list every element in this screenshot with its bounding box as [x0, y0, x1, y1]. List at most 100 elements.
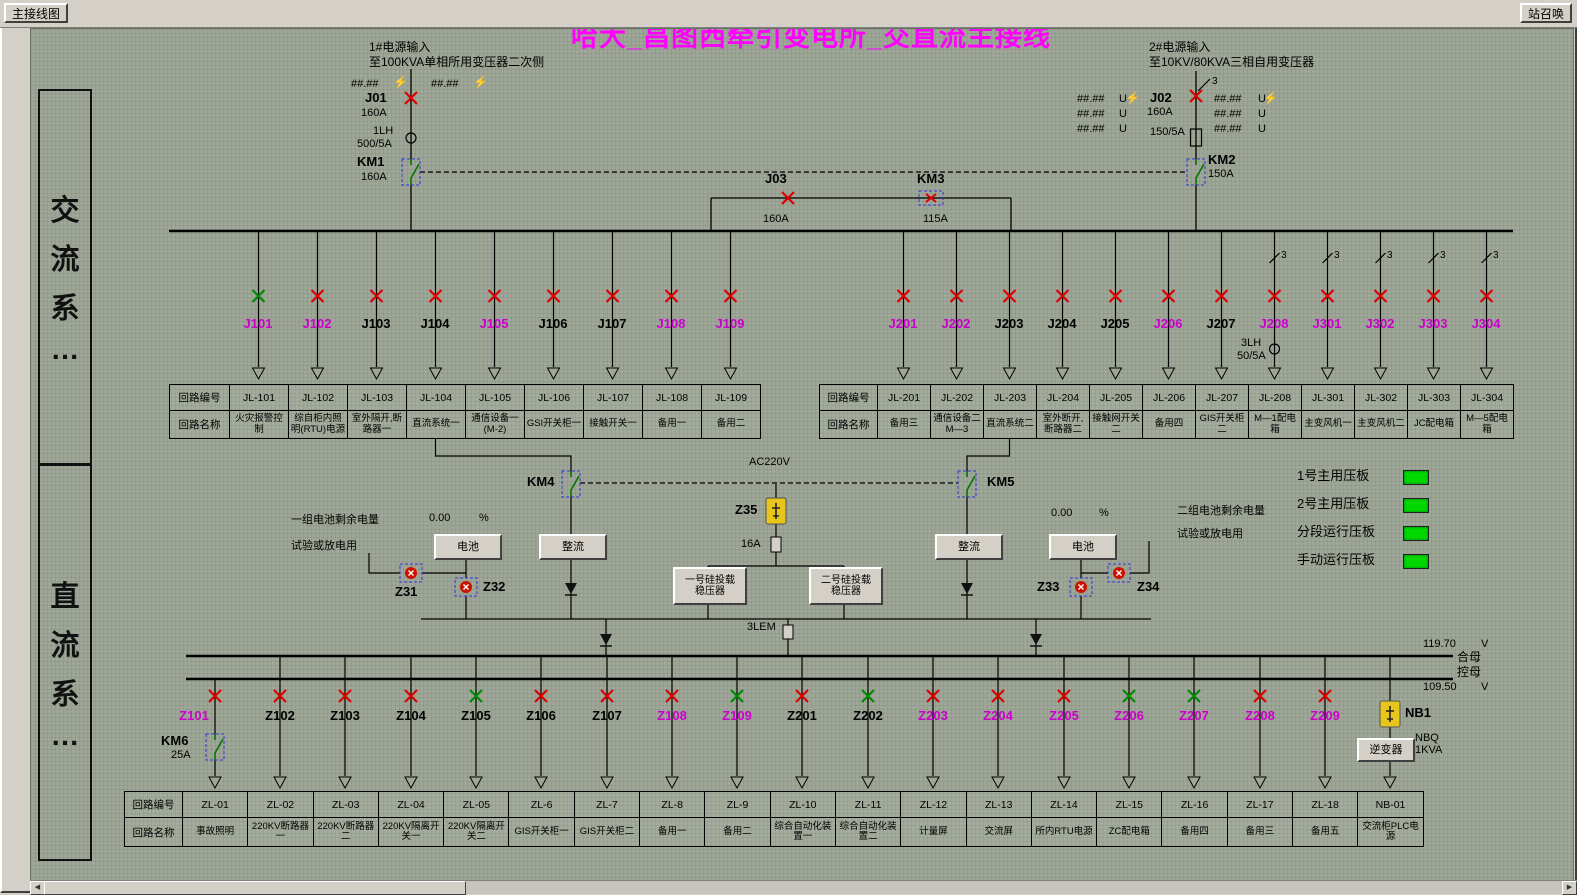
plate-indicator[interactable] [1403, 470, 1429, 485]
feeder-label-j105: J105 [479, 316, 509, 331]
plate-indicator[interactable] [1403, 554, 1429, 569]
km4-label: KM4 [527, 474, 555, 489]
z31-label: Z31 [395, 584, 418, 599]
bus-lines [169, 229, 1513, 681]
lightning-icon: ⚡ [473, 75, 488, 89]
circuit-name-cell: 接触网开关二 [1090, 411, 1143, 439]
rectifier1-button[interactable]: 整流 [539, 534, 607, 560]
circuit-name-cell: 备用三 [1227, 818, 1294, 847]
feeder-label-j206: J206 [1153, 316, 1183, 331]
lightning-icon: ⚡ [1263, 91, 1278, 105]
ac220v-label: AC220V [749, 456, 790, 468]
ac-char: … [50, 334, 80, 366]
device-z35-icon[interactable] [765, 497, 787, 525]
feeder-label-z203: Z203 [918, 708, 948, 723]
contactor-km5-icon[interactable] [957, 470, 977, 498]
dc-feeder-table: 回路编号 ZL-01 ZL-02 ZL-03 ZL-04 ZL-05 ZL-6 … [124, 791, 1424, 847]
kong-bus-label: 控母 [1457, 665, 1482, 679]
circuit-code-cell: JL-105 [466, 385, 525, 411]
circuit-name-cell: 室外隔开,断路器一 [348, 411, 407, 439]
diode-icon [564, 582, 578, 596]
circuit-name-cell: M—5配电箱 [1461, 411, 1514, 439]
battery2-button[interactable]: 电池 [1049, 534, 1117, 560]
tie-dashed-lines [420, 171, 1187, 484]
circuit-name-cell: 备用二 [705, 818, 771, 847]
source1-line1: 1#电源输入 [369, 40, 431, 54]
circuit-name-cell: 220KV隔离开关二 [444, 818, 510, 847]
legend-label: 2号主用压板 [1297, 496, 1370, 511]
stabilizer2-button[interactable]: 二号硅投载 稳压器 [809, 567, 883, 605]
km6-label: KM6 [161, 733, 189, 748]
z33-label: Z33 [1037, 579, 1060, 594]
battery1-button[interactable]: 电池 [434, 534, 502, 560]
circuit-code-cell: ZL-9 [705, 792, 771, 818]
circuit-code-cell: JL-204 [1037, 385, 1090, 411]
switch-z31-icon[interactable] [399, 563, 423, 583]
he-bus-unit: V [1481, 638, 1489, 650]
contactor-km4-icon[interactable] [561, 470, 581, 498]
battery1-test-label: 试验或放电用 [291, 540, 357, 552]
contactor-km2-icon[interactable] [1186, 158, 1206, 186]
stabilizer1-line2: 稳压器 [695, 586, 725, 597]
feeder-label-z105: Z105 [461, 708, 491, 723]
switch-z32-icon[interactable] [454, 577, 478, 597]
contactor-km6-icon[interactable] [205, 733, 225, 761]
circuit-code-cell: ZL-12 [901, 792, 967, 818]
titlebar: 主接线图 站召唤 [0, 0, 1577, 28]
circuit-code-cell: JL-205 [1090, 385, 1143, 411]
source1-line2: 至100KVA单相所用变压器二次侧 [369, 55, 545, 69]
circuit-name-cell: 备用一 [643, 411, 702, 439]
plate-indicator[interactable] [1403, 498, 1429, 513]
feeder-label-z206: Z206 [1114, 708, 1144, 723]
battery1-title: 一组电池剩余电量 [291, 514, 379, 526]
feeder-label-j301: J301 [1312, 316, 1342, 331]
source2-line1: 2#电源输入 [1149, 40, 1211, 54]
z32-label: Z32 [483, 579, 506, 594]
circuit-name-cell: JC配电箱 [1408, 411, 1461, 439]
switch-z34-icon[interactable] [1107, 563, 1131, 583]
meter-value: ##.## [1214, 123, 1242, 135]
rectifier2-button[interactable]: 整流 [935, 534, 1003, 560]
feeder-label-z204: Z204 [983, 708, 1013, 723]
feeder-label-j207: J207 [1206, 316, 1236, 331]
ac-char: 系 [50, 293, 80, 325]
ac-char: 流 [50, 244, 80, 276]
plate-indicator[interactable] [1403, 526, 1429, 541]
table-row-label: 回路名称 [170, 411, 230, 439]
main-diagram-button[interactable]: 主接线图 [4, 3, 69, 23]
km3-rating: 115A [923, 213, 948, 225]
stabilizer1-button[interactable]: 一号硅投载 稳压器 [673, 567, 747, 605]
feeder-label-j108: J108 [656, 316, 686, 331]
circuit-name-cell: 计量屏 [901, 818, 967, 847]
circuit-name-cell: 直流系统二 [984, 411, 1037, 439]
switch-z33-icon[interactable] [1069, 577, 1093, 597]
ac-feeder-table-left: 回路编号 JL-101 JL-102 JL-103 JL-104 JL-105 … [169, 384, 761, 439]
circuit-code-cell: JL-206 [1143, 385, 1196, 411]
circuit-name-cell: 主变风机一 [1302, 411, 1355, 439]
horizontal-scrollbar[interactable]: ◀ ▶ [30, 880, 1577, 895]
fuse-3lem-icon[interactable] [782, 624, 794, 640]
battery2-test-label: 试验或放电用 [1177, 528, 1243, 540]
circuit-name-cell: 备用一 [640, 818, 706, 847]
contactor-km1-icon[interactable] [401, 158, 421, 186]
feeder-label-j104: J104 [420, 316, 450, 331]
fuse-z35-icon[interactable] [770, 536, 782, 553]
circuit-code-cell: JL-102 [289, 385, 348, 411]
meter-unit: U [1258, 123, 1266, 135]
device-nb1-icon[interactable] [1379, 700, 1401, 728]
meter-value: ##.## [1077, 93, 1105, 105]
station-call-button[interactable]: 站召唤 [1519, 3, 1572, 23]
table-row-label: 回路编号 [820, 385, 878, 411]
battery1-unit: % [479, 512, 489, 524]
circuit-name-cell: 综合自动化装置一 [770, 818, 836, 847]
j01-label: J01 [365, 90, 387, 105]
ct-1lh-icon [405, 132, 417, 144]
battery1-button-label: 电池 [457, 540, 479, 553]
ct1-ratio: 500/5A [357, 138, 392, 150]
inverter-button[interactable]: 逆变器 [1357, 738, 1415, 762]
lightning-icon: ⚡ [393, 75, 408, 89]
circuit-name-cell: 室外断开,断路器二 [1037, 411, 1090, 439]
circuit-name-cell: 主变风机二 [1355, 411, 1408, 439]
circuit-code-cell: ZL-04 [378, 792, 445, 818]
diode-icon [1029, 633, 1043, 647]
